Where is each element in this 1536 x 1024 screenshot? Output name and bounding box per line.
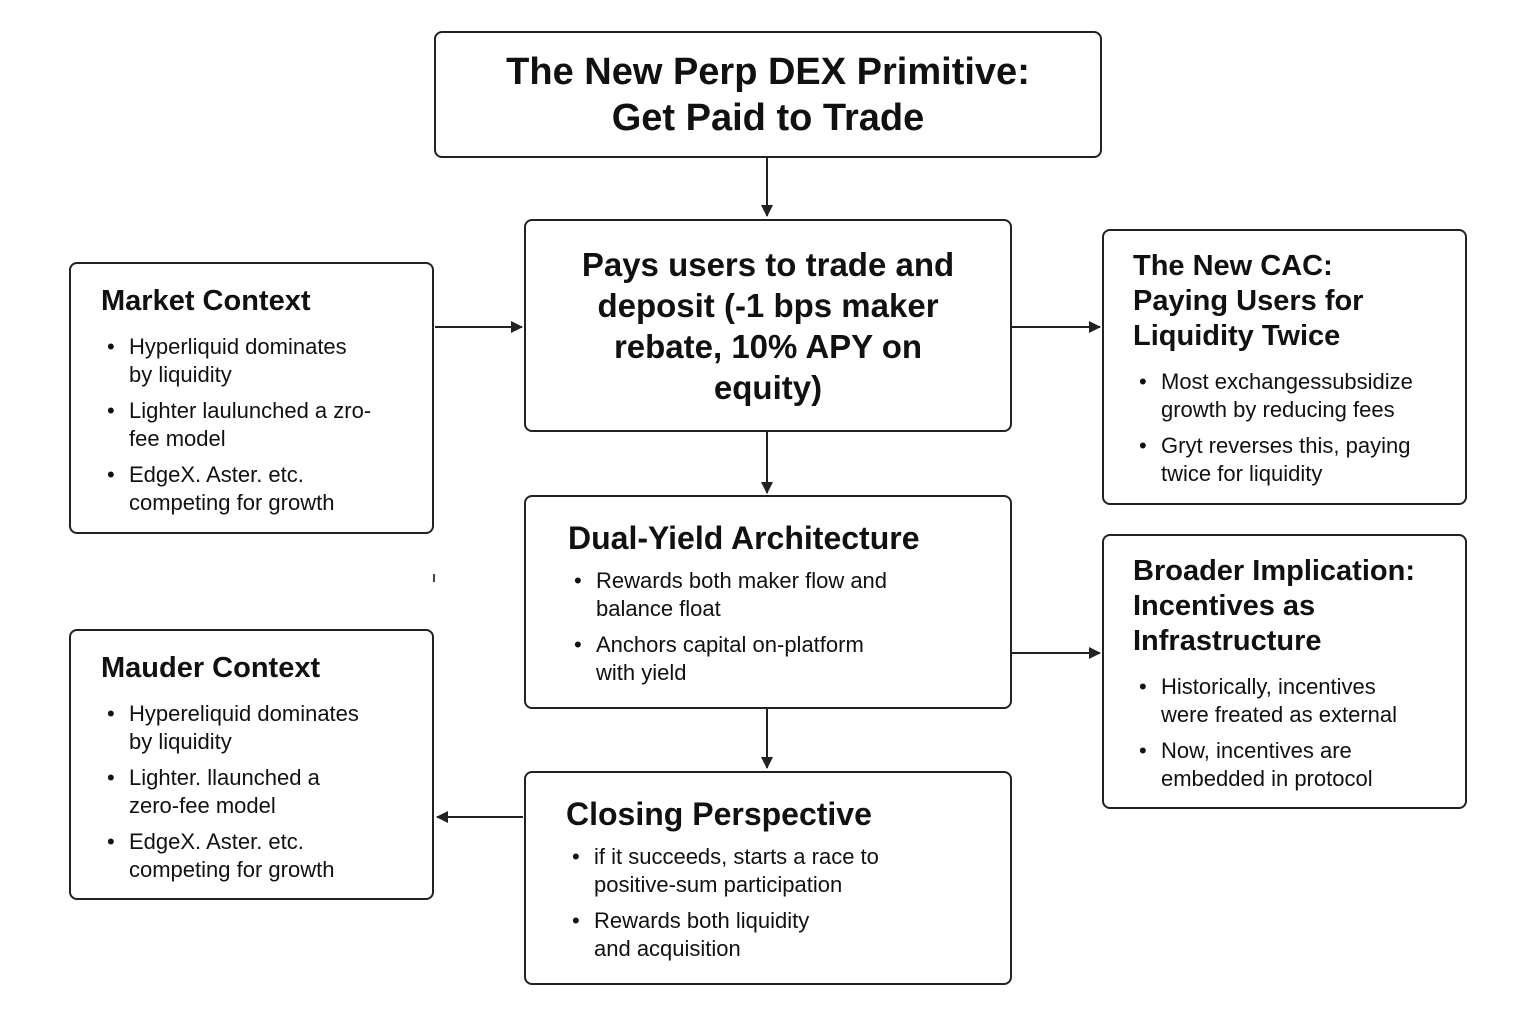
bullet-text: fee model (129, 426, 226, 451)
list-item: •EdgeX. Aster. etc.competing for growth (107, 829, 335, 882)
heading-line: Infrastructure (1133, 625, 1322, 657)
bullet-text: embedded in protocol (1161, 766, 1373, 791)
closing-box: Closing Perspective •if it succeeds, sta… (524, 771, 1012, 985)
pays-users-line: Pays users to trade and (581, 245, 955, 283)
heading-line: Paying Users for (1133, 285, 1364, 317)
new-cac-heading: The New CAC: Paying Users for Liquidity … (1133, 249, 1449, 354)
closing-heading: Closing Perspective (566, 796, 872, 832)
bullet-text: positive-sum participation (594, 872, 843, 897)
bullet-text: Historically, incentives (1161, 674, 1376, 699)
bullet-text: and acquisition (594, 936, 741, 961)
bullet-text: twice for liquidity (1161, 461, 1323, 486)
bullet-text: balance float (596, 596, 721, 621)
pays-users-box: Pays users to trade and deposit (-1 bps … (524, 219, 1012, 432)
bullet-text: zero-fee model (129, 793, 276, 818)
heading-line: Incentives as (1133, 590, 1316, 622)
bullet-text: by liquidity (129, 362, 232, 387)
heading-line: Broader Implication: (1133, 555, 1415, 587)
mauder-context-heading: Mauder Context (101, 652, 321, 684)
title-line-2: Get Paid to Trade (611, 96, 925, 139)
pays-users-line: deposit (-1 bps maker (597, 286, 939, 324)
bullet-text: Anchors capital on-platform (596, 632, 864, 657)
bullet-text: EdgeX. Aster. etc. (129, 462, 304, 487)
bullet-text: Most exchangessubsidize (1161, 369, 1413, 394)
heading-line: Liquidity Twice (1133, 320, 1341, 352)
bullet-text: Now, incentives are (1161, 738, 1352, 763)
bullet-text: Lighter. llaunched a (129, 765, 320, 790)
dual-yield-heading: Dual-Yield Architecture (568, 520, 920, 556)
bullet-text: Hyperliquid dominates (129, 334, 347, 359)
new-cac-box: The New CAC: Paying Users for Liquidity … (1102, 229, 1467, 505)
list-item: •EdgeX. Aster. etc.competing for growth (107, 462, 335, 515)
bullet-text: Rewards both maker flow and (596, 568, 888, 593)
bullet-text: if it succeeds, starts a race to (594, 844, 879, 869)
pays-users-line: equity) (713, 368, 823, 406)
bullet-text: by liquidity (129, 729, 232, 754)
bullet-text: with yield (596, 660, 687, 685)
bullet-text: competing for growth (129, 490, 335, 515)
stray-mark (433, 574, 435, 582)
pays-users-line: rebate, 10% APY on (613, 327, 923, 365)
market-context-heading: Market Context (101, 285, 311, 317)
dual-yield-box: Dual-Yield Architecture •Rewards both ma… (524, 495, 1012, 709)
bullet-text: Lighter laulunched a zro- (129, 398, 372, 423)
bullet-text: Hypereliquid dominates (129, 701, 359, 726)
list-item: •Lighter laulunched a zro-fee model (107, 398, 372, 451)
bullet-text: Gryt reverses this, paying (1161, 433, 1411, 458)
bullet-text: competing for growth (129, 857, 335, 882)
bullet-text: EdgeX. Aster. etc. (129, 829, 304, 854)
bullet-text: growth by reducing fees (1161, 397, 1395, 422)
broader-implication-box: Broader Implication: Incentives as Infra… (1102, 534, 1467, 809)
bullet-text: Rewards both liquidity (594, 908, 810, 933)
broader-implication-heading: Broader Implication: Incentives as Infra… (1133, 554, 1449, 659)
bullet-text: were freated as external (1161, 702, 1398, 727)
heading-line: The New CAC: (1133, 250, 1333, 282)
title-box: The New Perp DEX Primitive: Get Paid to … (434, 31, 1102, 158)
title-line-1: The New Perp DEX Primitive: (506, 50, 1030, 93)
